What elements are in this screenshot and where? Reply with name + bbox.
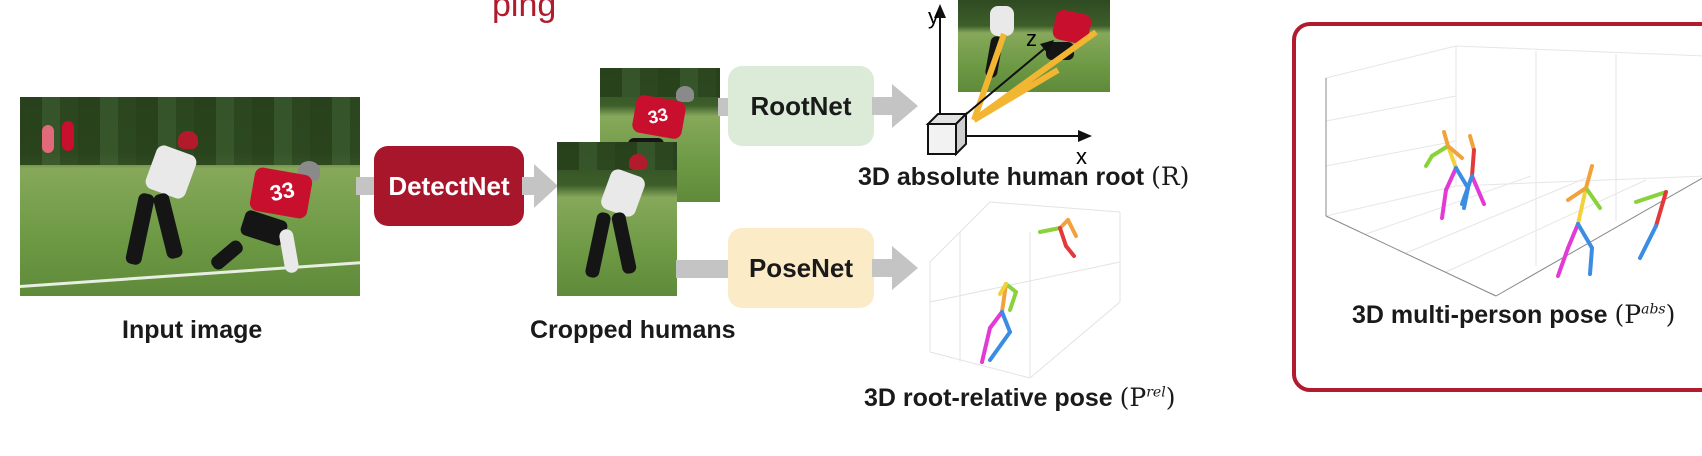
rootnet-label: RootNet bbox=[750, 90, 852, 121]
jersey-number: 33 bbox=[267, 176, 297, 207]
multi-person-pose-plot bbox=[1325, 45, 1702, 297]
jersey-number: 33 bbox=[646, 104, 670, 128]
field-line bbox=[20, 259, 360, 288]
cropped-human-red: 33 bbox=[600, 68, 720, 202]
player-shirt bbox=[598, 167, 648, 219]
input-image: 33 bbox=[20, 97, 360, 296]
axis-label-x: x bbox=[1076, 144, 1087, 169]
rel-pose-label: 3D root-relative pose (Prel) bbox=[864, 383, 1175, 413]
rel-pose-symbol: (Prel) bbox=[1119, 383, 1176, 412]
player-head bbox=[629, 154, 647, 170]
flow-arrow bbox=[676, 260, 732, 278]
player-legs bbox=[152, 192, 184, 260]
rel-pose-superscript: rel bbox=[1146, 384, 1166, 401]
multi-pose-symbol: (Pabs) bbox=[1614, 300, 1676, 329]
coordinate-axes bbox=[925, 4, 1098, 157]
player-head bbox=[676, 86, 694, 102]
player-legs bbox=[610, 211, 638, 275]
input-image-label: Input image bbox=[122, 316, 263, 344]
player-legs bbox=[124, 192, 156, 266]
multi-pose-superscript: abs bbox=[1641, 301, 1666, 318]
axis-label-y: y bbox=[928, 4, 939, 29]
cropped-humans-label: Cropped humans bbox=[530, 316, 736, 344]
rootnet-box: RootNet bbox=[728, 66, 874, 146]
player-head bbox=[178, 131, 198, 149]
abs-root-symbol: (R) bbox=[1151, 162, 1190, 191]
player-legs bbox=[584, 211, 612, 279]
flow-arrow bbox=[522, 164, 558, 208]
multi-person-pose-panel: 3D multi-person pose (Pabs) bbox=[1292, 22, 1702, 392]
flow-arrow bbox=[872, 84, 918, 128]
detectnet-label: DetectNet bbox=[388, 170, 510, 201]
posenet-label: PoseNet bbox=[748, 252, 854, 283]
tree-line bbox=[557, 142, 677, 170]
tree-line bbox=[600, 68, 720, 98]
abs-root-label: 3D absolute human root (R) bbox=[858, 162, 1189, 192]
axis-label-z: z bbox=[1026, 26, 1037, 51]
rel-pose-text: 3D root-relative pose bbox=[864, 384, 1113, 412]
background-player bbox=[62, 121, 74, 151]
posenet-box: PoseNet bbox=[728, 228, 874, 308]
abs-root-text: 3D absolute human root bbox=[858, 163, 1145, 191]
detectnet-box: DetectNet bbox=[374, 146, 524, 226]
multi-pose-text: 3D multi-person pose bbox=[1352, 301, 1608, 329]
multi-pose-label: 3D multi-person pose (Pabs) bbox=[1352, 300, 1675, 330]
background-player bbox=[42, 125, 54, 153]
player-legs bbox=[208, 238, 246, 272]
tree-line bbox=[20, 97, 360, 165]
cropped-human-white bbox=[557, 142, 677, 296]
flow-arrow bbox=[872, 246, 918, 290]
root-relative-pose-plot bbox=[929, 201, 1121, 379]
header-fragment: ping bbox=[492, 0, 557, 24]
player-shirt bbox=[990, 6, 1014, 36]
